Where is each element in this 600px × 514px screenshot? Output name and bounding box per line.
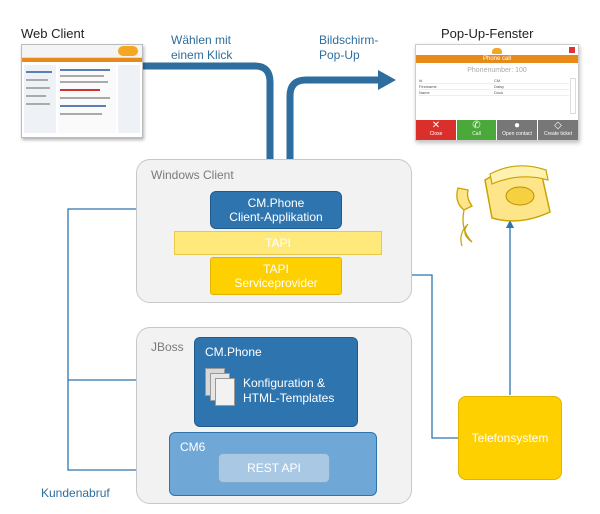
dial-click-label: Wählen mit einem Klick [171, 33, 233, 62]
rest-api-box: REST API [218, 453, 330, 483]
tapi-label: TAPI [265, 236, 291, 250]
popup-button-bar: ✕Close ✆Call ●Open contact ◇Create ticke… [416, 120, 578, 140]
config-label: Konfiguration & HTML-Templates [243, 376, 335, 405]
web-client-title: Web Client [21, 26, 85, 41]
tapi-box: TAPI [174, 231, 382, 255]
client-app-box: CM.Phone Client-Applikation [210, 191, 342, 229]
phone-icon [492, 48, 502, 54]
tapi-sp-label: TAPI Serviceprovider [234, 262, 318, 290]
popup-header: Phone call [416, 55, 578, 63]
desk-phone-icon [456, 165, 551, 247]
popup-header-text: Phone call [482, 56, 512, 62]
jboss-title: JBoss [151, 340, 184, 354]
tapi-serviceprovider-box: TAPI Serviceprovider [210, 257, 342, 295]
kundenabruf-label: Kundenabruf [41, 486, 110, 500]
cmphone-box: CM.Phone Konfiguration & HTML-Templates [194, 337, 358, 427]
web-client-screenshot [21, 44, 143, 138]
documents-icon [205, 368, 235, 408]
popup-arrow [286, 76, 380, 190]
cm6-title: CM6 [180, 440, 206, 454]
dial-click-arrow [143, 62, 274, 176]
open-contact-button[interactable]: ●Open contact [497, 120, 537, 140]
windows-client-title: Windows Client [151, 168, 234, 182]
rest-api-label: REST API [247, 461, 301, 475]
cmphone-title: CM.Phone [205, 345, 262, 359]
create-ticket-button[interactable]: ◇Create ticket [538, 120, 578, 140]
call-button[interactable]: ✆Call [457, 120, 496, 140]
popup-close-icon[interactable] [569, 47, 575, 53]
client-app-label: CM.Phone Client-Applikation [229, 196, 323, 224]
telefonsystem-label: Telefonsystem [471, 431, 549, 445]
close-button[interactable]: ✕Close [416, 120, 456, 140]
popup-phonenumber: Phonenumber: 100 [467, 67, 527, 74]
popup-arrowhead [378, 70, 396, 90]
popup-window-title: Pop-Up-Fenster [441, 26, 534, 41]
screen-popup-label: Bildschirm- Pop-Up [319, 33, 379, 62]
telefonsystem-box: Telefonsystem [458, 396, 562, 480]
popup-scrollbar[interactable] [570, 78, 576, 114]
